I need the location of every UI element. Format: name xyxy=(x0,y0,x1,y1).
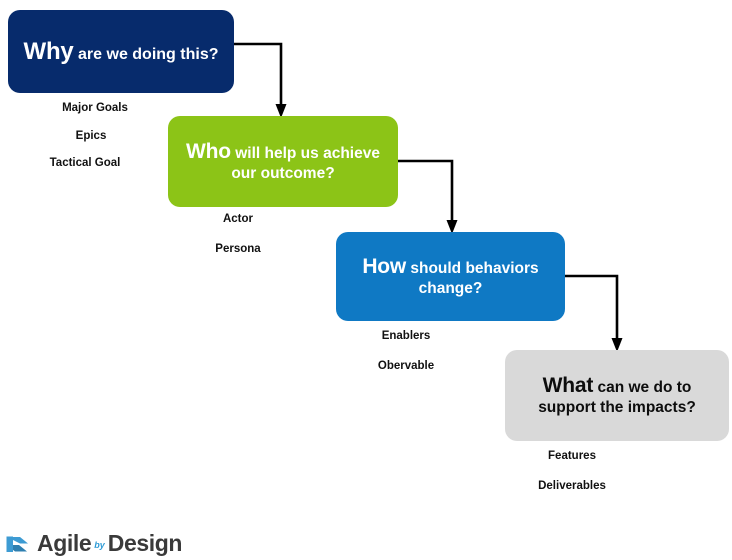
caption-group-who: Actor Persona xyxy=(160,213,310,255)
node-who-lead-word: Who xyxy=(186,139,231,163)
node-how[interactable]: How should behaviors change? xyxy=(336,232,565,321)
caption-actor: Actor xyxy=(222,213,254,225)
caption-major-goals: Major Goals xyxy=(62,102,128,114)
node-why-text: Why are we doing this? xyxy=(24,37,219,66)
node-what-rest: can we do to support the impacts? xyxy=(538,378,696,417)
caption-group-how: Enablers Obervable xyxy=(328,330,478,372)
node-what-text: What can we do to support the impacts? xyxy=(519,373,715,419)
caption-obervable: Obervable xyxy=(377,359,435,372)
caption-epics: Epics xyxy=(75,129,107,142)
logo-wordmark: Agile by Design xyxy=(37,530,182,557)
node-how-lead-word: How xyxy=(362,254,407,278)
node-what[interactable]: What can we do to support the impacts? xyxy=(505,350,729,441)
node-how-text: How should behaviors change? xyxy=(350,254,551,300)
caption-enablers: Enablers xyxy=(381,330,431,342)
connector-who-to-how xyxy=(397,157,465,236)
node-why-rest: are we doing this? xyxy=(73,45,219,63)
caption-features: Features xyxy=(548,450,596,462)
node-what-lead-word: What xyxy=(542,373,594,397)
node-who-rest: will help us achieve our outcome? xyxy=(230,144,380,183)
caption-group-what: Features Deliverables xyxy=(494,450,646,492)
logo-connector-word: by xyxy=(94,540,105,550)
logo-secondary-text: Design xyxy=(107,530,183,556)
agile-by-design-logo: Agile by Design xyxy=(6,530,182,557)
node-why-lead-word: Why xyxy=(23,37,74,65)
logo-primary-text: Agile xyxy=(37,530,92,556)
caption-deliverables: Deliverables xyxy=(538,479,606,492)
node-why[interactable]: Why are we doing this? xyxy=(8,10,234,93)
node-how-rest: should behaviors change? xyxy=(406,259,539,298)
caption-persona: Persona xyxy=(215,242,261,255)
node-who[interactable]: Who will help us achieve our outcome? xyxy=(168,116,398,207)
arrow-chevron-icon xyxy=(6,533,32,555)
connector-how-to-what xyxy=(564,272,632,354)
caption-tactical-goal: Tactical Goal xyxy=(49,157,121,169)
connector-why-to-who xyxy=(233,40,295,120)
caption-group-why: Major Goals Epics Tactical Goal xyxy=(0,102,176,170)
node-who-text: Who will help us achieve our outcome? xyxy=(182,139,384,185)
